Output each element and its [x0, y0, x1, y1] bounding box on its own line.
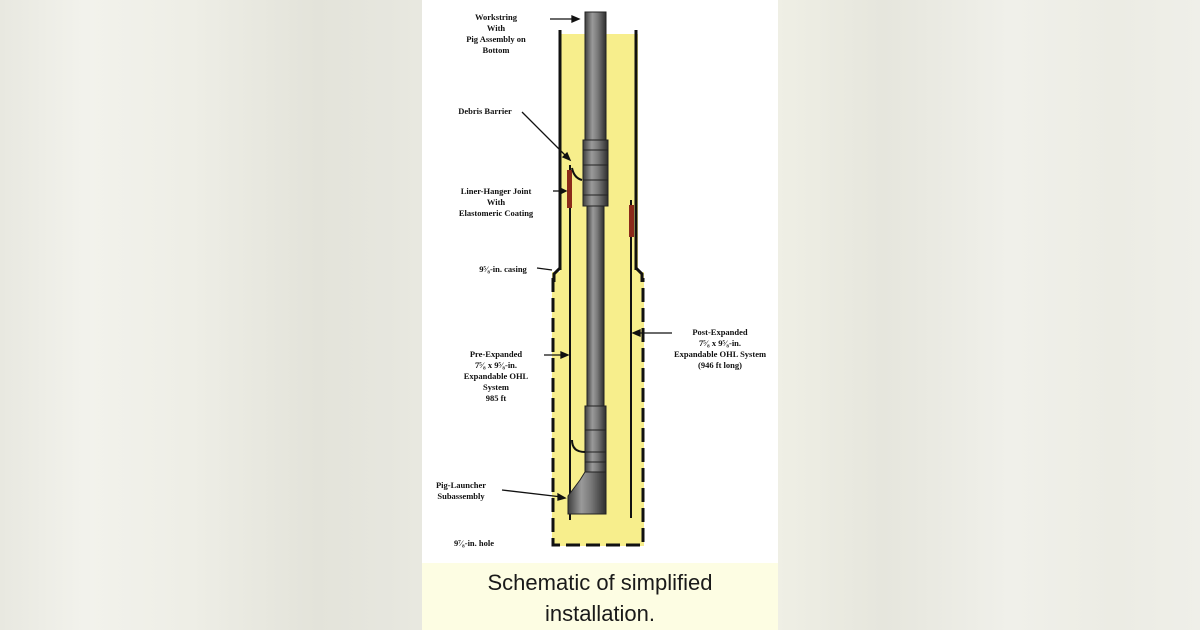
- label-line: Expandable OHL System: [673, 349, 767, 359]
- open-hole-boundary: [551, 278, 645, 547]
- label-line: With: [486, 197, 506, 207]
- label-line: Workstring: [474, 12, 518, 22]
- elastomeric-coating-right: [629, 205, 634, 237]
- label-liner-hanger: Liner-Hanger Joint With Elastomeric Coat…: [444, 186, 548, 219]
- caption-box: Schematic of simplified installation.: [422, 563, 778, 630]
- label-line: (946 ft long): [698, 360, 742, 370]
- label-post-expanded: Post-Expanded 7⁵⁄₈ x 9⁵⁄₈-in. Expandable…: [670, 327, 770, 371]
- label-line: Liner-Hanger Joint: [460, 186, 532, 196]
- label-casing: 9⁵⁄₈-in. casing: [468, 264, 538, 275]
- label-debris-barrier: Debris Barrier: [450, 106, 520, 117]
- label-line: Pig-Launcher: [435, 480, 487, 490]
- wellbore-schematic: Workstring With Pig Assembly on Bottom D…: [422, 0, 778, 563]
- label-line: 9⁵⁄₈-in. casing: [479, 264, 527, 274]
- label-line: System: [483, 382, 509, 392]
- background-left: [0, 0, 422, 630]
- label-line: Debris Barrier: [458, 106, 512, 116]
- label-line: Pig Assembly on: [466, 34, 526, 44]
- debris-barrier: [571, 167, 583, 181]
- caption-line-1: Schematic of simplified: [487, 569, 713, 595]
- label-line: 9⁷⁄₈-in. hole: [453, 538, 495, 548]
- label-pre-expanded: Pre-Expanded 7⁵⁄₈ x 9⁵⁄₈-in. Expandable …: [452, 349, 540, 404]
- label-line: Expandable OHL: [463, 371, 529, 381]
- label-hole: 9⁷⁄₈-in. hole: [444, 538, 504, 549]
- label-line: Bottom: [482, 45, 510, 55]
- pig-launcher: [567, 471, 607, 515]
- label-line: With: [486, 23, 506, 33]
- label-line: Elastomeric Coating: [458, 208, 534, 218]
- label-line: Post-Expanded: [692, 327, 748, 337]
- figure-panel: Workstring With Pig Assembly on Bottom D…: [422, 0, 778, 630]
- caption-line-2: installation.: [544, 600, 656, 626]
- schematic-drawing: [501, 11, 672, 547]
- elastomeric-coating-left: [567, 170, 572, 208]
- background-right: [778, 0, 1200, 630]
- workstring-pipe: [584, 11, 607, 143]
- label-workstring: Workstring With Pig Assembly on Bottom: [458, 12, 534, 56]
- label-line: 7⁵⁄₈ x 9⁵⁄₈-in.: [698, 338, 742, 348]
- annotation-arrows: [501, 15, 672, 501]
- label-line: 985 ft: [485, 393, 507, 403]
- label-line: Subassembly: [437, 491, 485, 501]
- label-pig-launcher: Pig-Launcher Subassembly: [426, 480, 496, 502]
- label-line: 7⁵⁄₈ x 9⁵⁄₈-in.: [474, 360, 518, 370]
- label-line: Pre-Expanded: [469, 349, 523, 359]
